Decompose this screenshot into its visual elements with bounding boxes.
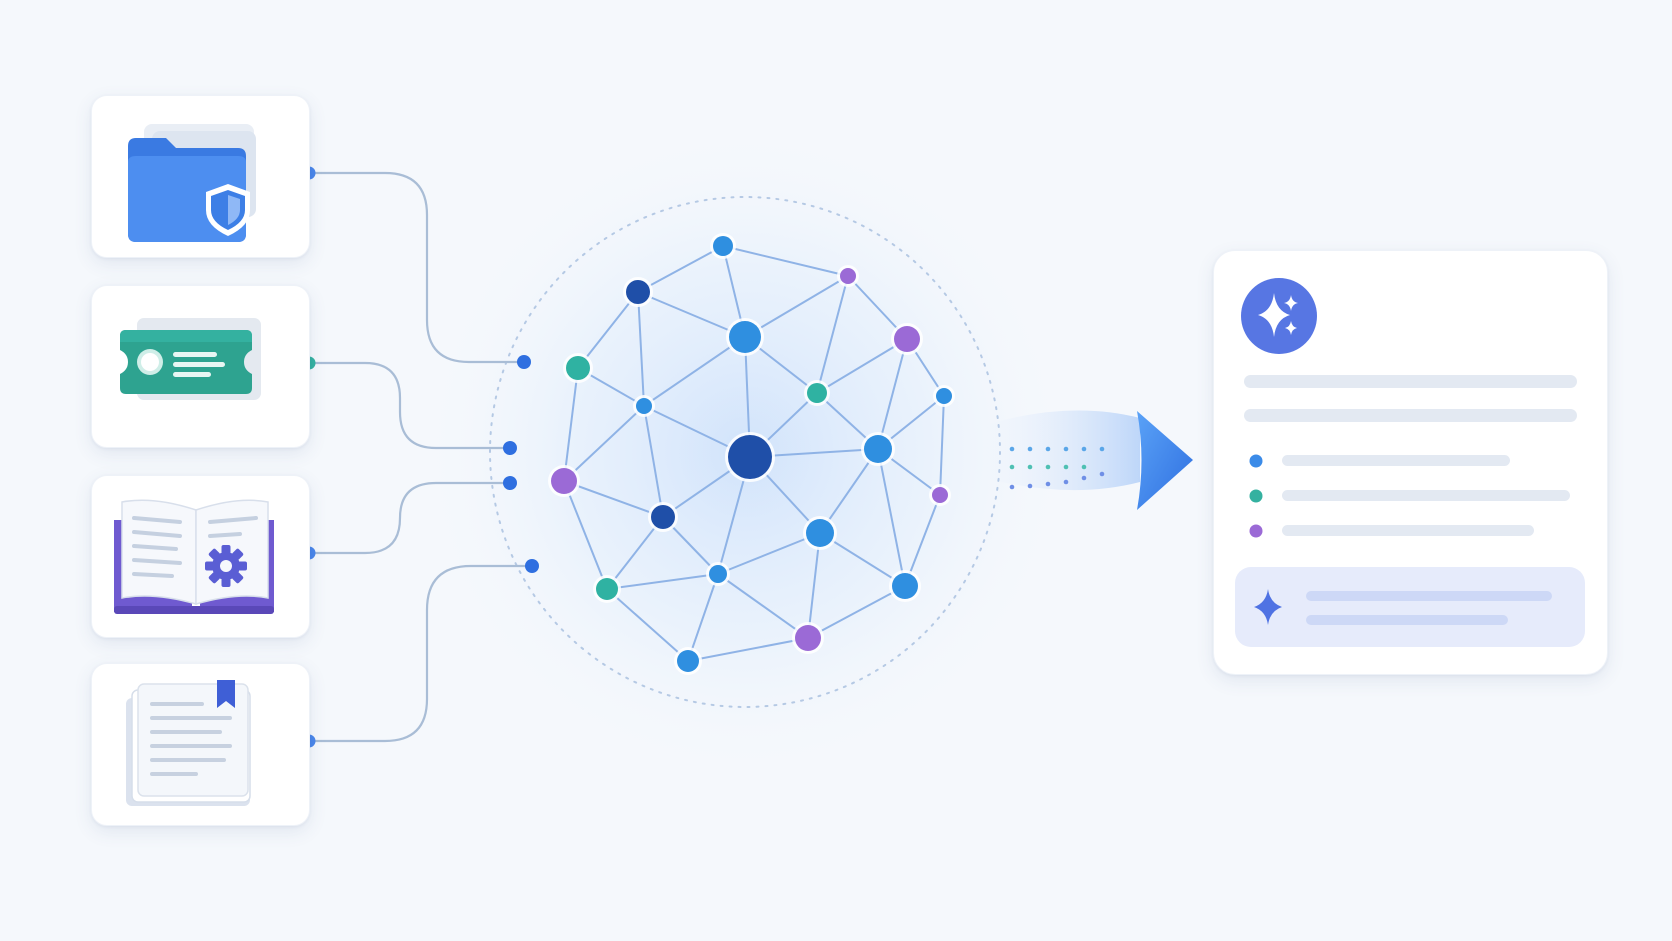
id-card-icon xyxy=(120,318,261,400)
network-node xyxy=(728,435,772,479)
network-node xyxy=(729,321,761,353)
network-edge xyxy=(687,637,809,662)
flow-arrow-icon xyxy=(1137,411,1193,510)
bullet-dot xyxy=(1249,524,1263,538)
source-card-document xyxy=(91,663,310,826)
sparkle-icon xyxy=(1258,293,1290,337)
network-edge xyxy=(637,291,746,338)
network-node xyxy=(864,435,892,463)
network-edge xyxy=(563,405,645,482)
network-edge xyxy=(819,448,879,534)
network-node xyxy=(894,326,920,352)
network-edge xyxy=(563,480,664,518)
network-node xyxy=(932,487,948,503)
connector-manual xyxy=(309,481,510,555)
output-answer-card xyxy=(1213,250,1608,675)
network-node xyxy=(626,280,650,304)
answer-highlight-panel xyxy=(1235,567,1585,647)
network-edge xyxy=(717,573,809,639)
output-card-content xyxy=(1235,278,1585,647)
network-node xyxy=(551,468,577,494)
source-card-id-card xyxy=(91,285,310,448)
network-node xyxy=(795,625,821,651)
network-edge xyxy=(717,532,821,575)
network-node xyxy=(840,268,856,284)
network-edge xyxy=(563,367,579,482)
skeleton-line xyxy=(1282,455,1510,466)
network-edge xyxy=(816,338,908,394)
network-edge xyxy=(807,585,906,639)
network-edge xyxy=(563,480,608,590)
network-edge xyxy=(807,532,821,639)
bullet-list xyxy=(1249,454,1570,538)
network-edge xyxy=(744,275,849,338)
network-node xyxy=(807,383,827,403)
network-edge xyxy=(687,573,719,662)
network-edge xyxy=(722,245,849,277)
network-edge xyxy=(877,448,906,587)
sparkle-avatar xyxy=(1241,278,1317,354)
network-node xyxy=(651,505,675,529)
network-edge xyxy=(904,494,941,587)
network-edge xyxy=(643,405,664,518)
network-node xyxy=(636,398,652,414)
network-edge xyxy=(637,291,645,407)
network-node xyxy=(596,578,618,600)
gear-book-icon xyxy=(114,499,274,614)
bullet-dot xyxy=(1249,454,1263,468)
skeleton-line xyxy=(1306,615,1508,625)
network-nodes xyxy=(548,233,955,675)
skeleton-line xyxy=(1282,525,1534,536)
skeleton-line xyxy=(1306,591,1552,601)
bookmark-document-icon xyxy=(126,680,251,806)
connector-document xyxy=(309,564,532,743)
flow-dots xyxy=(1009,446,1105,490)
network-node xyxy=(892,573,918,599)
network-node xyxy=(713,236,733,256)
network-edge xyxy=(606,588,689,662)
network-edge xyxy=(877,338,908,450)
connector-idcard xyxy=(309,361,510,450)
network-node xyxy=(806,519,834,547)
network-edge xyxy=(637,245,724,293)
network-edge xyxy=(606,573,719,590)
shield-folder-icon xyxy=(128,124,256,242)
network-edge xyxy=(606,516,664,590)
skeleton-line xyxy=(1282,490,1570,501)
network-node xyxy=(709,565,727,583)
network-edge xyxy=(939,395,945,496)
skeleton-line xyxy=(1244,409,1577,422)
bullet-dot xyxy=(1249,489,1263,503)
network-edge xyxy=(816,275,849,394)
network-edge xyxy=(643,336,746,407)
sparkle-icon xyxy=(1254,589,1282,625)
skeleton-line xyxy=(1244,375,1577,388)
source-card-manual xyxy=(91,475,310,638)
connector-folder xyxy=(309,171,524,364)
flow-beam xyxy=(985,410,1140,491)
network-edge xyxy=(577,291,639,369)
connectors xyxy=(309,171,532,743)
network-node xyxy=(936,388,952,404)
network-node xyxy=(677,650,699,672)
network-node xyxy=(566,356,590,380)
source-card-secure-folder xyxy=(91,95,310,258)
